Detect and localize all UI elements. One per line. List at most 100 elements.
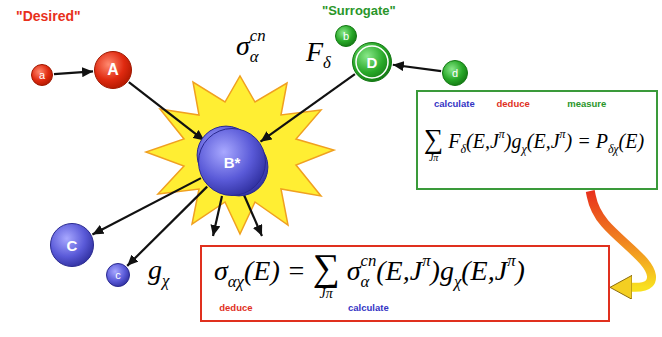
particle-label: B* bbox=[224, 155, 241, 170]
particle-shape bbox=[353, 43, 392, 82]
equation-text: σαχ(E) = ∑Jπ σαcn(E,Jπ)gχ(E,Jπ) bbox=[214, 249, 525, 301]
equation-piece: g bbox=[148, 254, 162, 285]
decay-arrow bbox=[213, 196, 222, 236]
reaction-arrow bbox=[129, 82, 204, 140]
equation-piece: )g bbox=[431, 255, 454, 286]
equation-piece: χ bbox=[522, 142, 527, 156]
reaction-arrow bbox=[393, 65, 441, 71]
equation-piece: (E,J bbox=[527, 130, 560, 152]
particle-label: C bbox=[67, 238, 78, 253]
equation-piece: ) bbox=[516, 255, 525, 286]
equation-piece: δ bbox=[460, 142, 466, 156]
reaction-arrow bbox=[54, 71, 93, 74]
particle-circle: c bbox=[106, 263, 130, 287]
equation-box: calculatededucemeasure∑Jπ Fδ(E,Jπ)gχ(E,J… bbox=[416, 90, 658, 190]
particle-circle: B* bbox=[198, 128, 266, 196]
particle-circle: d bbox=[442, 60, 468, 86]
starburst bbox=[146, 76, 334, 234]
particle-shape bbox=[199, 129, 266, 196]
particle-circle: C bbox=[50, 223, 94, 267]
role-tag: deduce bbox=[497, 98, 530, 109]
equation-piece: Jπ bbox=[429, 153, 438, 163]
equation-piece bbox=[443, 130, 448, 152]
particle-shape bbox=[336, 26, 357, 47]
equation-piece: ) = P bbox=[566, 130, 608, 152]
particle-shape bbox=[107, 264, 130, 287]
particle-label: a bbox=[39, 70, 45, 81]
equation-piece: ∑Jπ bbox=[424, 126, 443, 163]
text-holder: "Surrogate" bbox=[322, 3, 396, 19]
text-holder: measure bbox=[567, 98, 606, 109]
edge-label: Fδ bbox=[306, 36, 331, 72]
equation-piece: π bbox=[507, 251, 515, 270]
equation-piece: (E,J bbox=[461, 255, 507, 286]
role-tag: calculate bbox=[434, 98, 475, 109]
text-holder: calculate bbox=[434, 98, 475, 109]
equation-piece: δχ bbox=[608, 142, 619, 156]
particle-label: b bbox=[343, 31, 349, 42]
text-holder: Fδ bbox=[306, 36, 331, 72]
symbol-label: gχ bbox=[148, 254, 169, 290]
equation-piece: (E,J bbox=[466, 130, 499, 152]
particle-label: d bbox=[452, 68, 458, 79]
equation-piece: α bbox=[360, 272, 369, 291]
equation-piece: σ bbox=[236, 30, 250, 61]
particle-circle: D bbox=[352, 42, 392, 82]
equation-text: ∑Jπ Fδ(E,Jπ)gχ(E,Jπ) = Pδχ(E) bbox=[424, 126, 644, 163]
equation-piece: αχ bbox=[228, 272, 244, 291]
equation-piece: δ bbox=[323, 53, 331, 72]
equation-box: σαχ(E) = ∑Jπ σαcn(E,Jπ)gχ(E,Jπ)deducecal… bbox=[200, 245, 610, 322]
text-holder: σα cn bbox=[236, 26, 266, 66]
equation-piece: F bbox=[306, 36, 323, 67]
particle-label: c bbox=[115, 270, 121, 281]
equation-piece: cn bbox=[250, 26, 266, 45]
edge-label: σα cn bbox=[236, 26, 266, 66]
equation-piece: )g bbox=[505, 130, 522, 152]
equation-piece: α bbox=[250, 47, 259, 66]
equation-piece bbox=[340, 255, 347, 286]
text-holder: ∑Jπ Fδ(E,Jπ)gχ(E,Jπ) = Pδχ(E) bbox=[424, 126, 644, 163]
particle-ring bbox=[356, 46, 388, 78]
particle-shape bbox=[443, 61, 468, 86]
equation-piece: Jπ bbox=[320, 287, 333, 301]
equation-piece: π bbox=[422, 251, 430, 270]
text-holder: deduce bbox=[497, 98, 530, 109]
text-holder: σαχ(E) = ∑Jπ σαcn(E,Jπ)gχ(E,Jπ) bbox=[214, 249, 525, 301]
equation-piece: ∑ bbox=[313, 249, 340, 287]
equation-piece: π bbox=[560, 127, 566, 141]
text-holder: gχ bbox=[148, 254, 169, 290]
equation-piece: χ bbox=[162, 271, 169, 290]
particle-circle: b bbox=[335, 25, 357, 47]
equation-piece: (E) bbox=[619, 130, 645, 152]
heading-label: "Desired" bbox=[16, 8, 81, 25]
particle-shape bbox=[95, 52, 132, 89]
particle-shape bbox=[32, 65, 53, 86]
particle-label: A bbox=[107, 62, 119, 78]
role-tag: deduce bbox=[219, 302, 252, 313]
equation-piece: ∑ bbox=[424, 126, 443, 153]
role-tag: calculate bbox=[348, 302, 389, 313]
equation-piece: π bbox=[499, 127, 505, 141]
equation-piece: F bbox=[448, 130, 460, 152]
equation-piece: (E) = bbox=[244, 255, 313, 286]
reaction-arrow bbox=[127, 187, 207, 266]
heading-label: "Surrogate" bbox=[322, 3, 396, 19]
equation-piece: σ bbox=[214, 255, 228, 286]
particle-circle: a bbox=[31, 64, 53, 86]
reaction-arrow bbox=[260, 74, 354, 141]
text-holder: calculate bbox=[348, 302, 389, 313]
particle-shape bbox=[51, 224, 94, 267]
reaction-arrow bbox=[92, 178, 201, 234]
equation-piece: (E,J bbox=[376, 255, 422, 286]
equation-piece: cn bbox=[360, 251, 376, 270]
decay-arrow bbox=[244, 195, 262, 236]
particle-circle: A bbox=[94, 51, 132, 89]
text-holder: deduce bbox=[219, 302, 252, 313]
equation-piece: ∑Jπ bbox=[313, 249, 340, 301]
role-tag: measure bbox=[567, 98, 606, 109]
particle-label: D bbox=[367, 55, 378, 70]
text-holder: "Desired" bbox=[16, 8, 81, 25]
equation-piece: χ bbox=[454, 272, 461, 291]
equation-piece: σ bbox=[347, 255, 361, 286]
